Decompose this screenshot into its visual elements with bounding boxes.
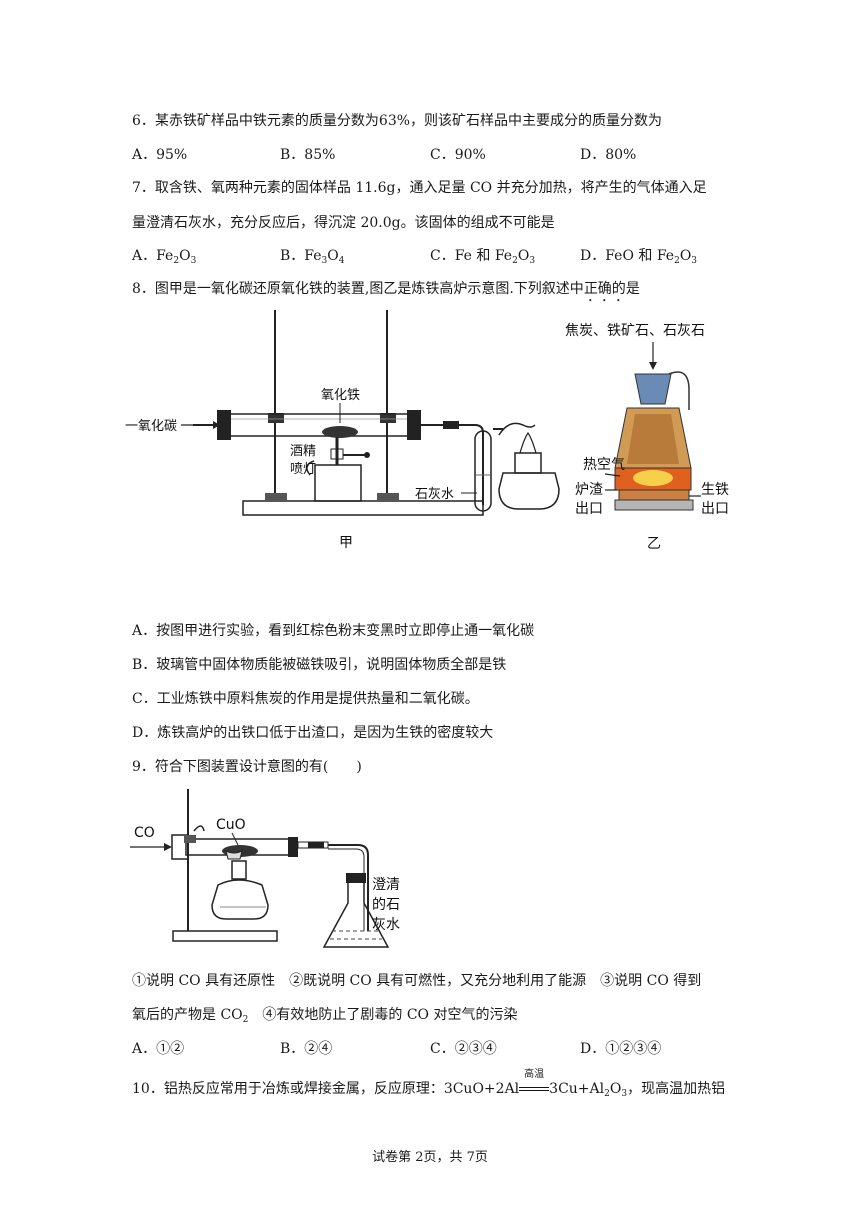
caption-yi: 乙	[647, 536, 661, 552]
q8-option-d: D．炼铁高炉的出铁口低于出渣口，是因为生铁的密度较大	[132, 725, 494, 741]
q9-stem: 9．符合下图装置设计意图的有( )	[132, 759, 362, 775]
q9-statements-line1: ①说明 CO 具有还原性 ②既说明 CO 具有可燃性，又充分地利用了能源 ③说明…	[132, 973, 702, 989]
q9-option-c: C．②③④	[430, 1041, 497, 1057]
label-iron-2: 出口	[701, 501, 729, 517]
q7-stem-line1: 7．取含铁、氧两种元素的固体样品 11.6g，通入足量 CO 并充分加热，将产生…	[132, 180, 707, 196]
q6-stem: 6．某赤铁矿样品中铁元素的质量分数为63%，则该矿石样品中主要成分的质量分数为	[132, 113, 663, 129]
q6-option-d: D．80%	[580, 147, 637, 163]
label-limewater-2: 的石	[372, 897, 400, 913]
caption-jia: 甲	[339, 535, 353, 551]
label-slag-1: 炉渣	[575, 482, 603, 498]
q6-option-a: A．95%	[132, 147, 188, 163]
figure-yi: 焦炭、铁矿石、石灰石 热空气 炉渣 出口 生铁 出口 乙	[565, 323, 729, 552]
label-raw-materials: 焦炭、铁矿石、石灰石	[565, 323, 705, 339]
q7-option-a: A．Fe2O3	[132, 248, 197, 266]
reaction-condition: 高温	[519, 1069, 550, 1099]
q9-option-b: B．②④	[280, 1041, 333, 1057]
label-slag-2: 出口	[575, 501, 603, 517]
q9-statements-line2: 氧后的产物是 CO2 ④有效地防止了剧毒的 CO 对空气的污染	[132, 1007, 518, 1025]
q7-option-d: D．FeO 和 Fe2O3	[580, 248, 698, 266]
label-hot-air: 热空气	[583, 457, 625, 473]
figure-jia: 一氧化碳 氧化铁 酒精 喷灯 石灰水 甲	[125, 310, 560, 551]
q6-option-c: C．90%	[430, 147, 486, 163]
q8-stem: 8．图甲是一氧化碳还原氧化铁的装置,图乙是炼铁高炉示意图.下列叙述中正确的是	[132, 281, 640, 297]
label-lamp-2: 喷灯	[290, 462, 316, 477]
q8-option-a: A．按图甲进行实验，看到红棕色粉末变黑时立即停止通一氧化碳	[132, 623, 535, 639]
label-co: 一氧化碳	[125, 419, 177, 434]
figure-q9: CO CuO 澄清 的石 灰水	[130, 789, 400, 948]
q8-emphasis: 正确的	[583, 281, 626, 297]
q9-option-a: A．①②	[132, 1041, 185, 1057]
label-limewater-1: 澄清	[372, 877, 400, 893]
q6-option-b: B．85%	[280, 147, 336, 163]
label-fe2o3: 氧化铁	[321, 388, 360, 403]
label-limewater-3: 灰水	[372, 917, 400, 933]
q7-stem-line2: 量澄清石灰水，充分反应后，得沉淀 20.0g。该固体的组成不可能是	[132, 215, 555, 231]
page-footer: 试卷第 2页，共 7页	[372, 1150, 488, 1165]
label-limewater: 石灰水	[415, 487, 454, 502]
label-iron-1: 生铁	[701, 482, 729, 498]
q8-option-b: B．玻璃管中固体物质能被磁铁吸引，说明固体物质全部是铁	[132, 657, 507, 673]
q7-option-c: C．Fe 和 Fe2O3	[430, 248, 536, 266]
q8-option-c: C．工业炼铁中原料焦炭的作用是提供热量和二氧化碳。	[132, 691, 479, 707]
label-cuo: CuO	[216, 817, 246, 833]
q9-option-d: D．①②③④	[580, 1041, 662, 1057]
q7-option-b: B．Fe3O4	[280, 248, 345, 266]
label-lamp-1: 酒精	[290, 444, 316, 459]
label-co-q9: CO	[134, 825, 155, 841]
